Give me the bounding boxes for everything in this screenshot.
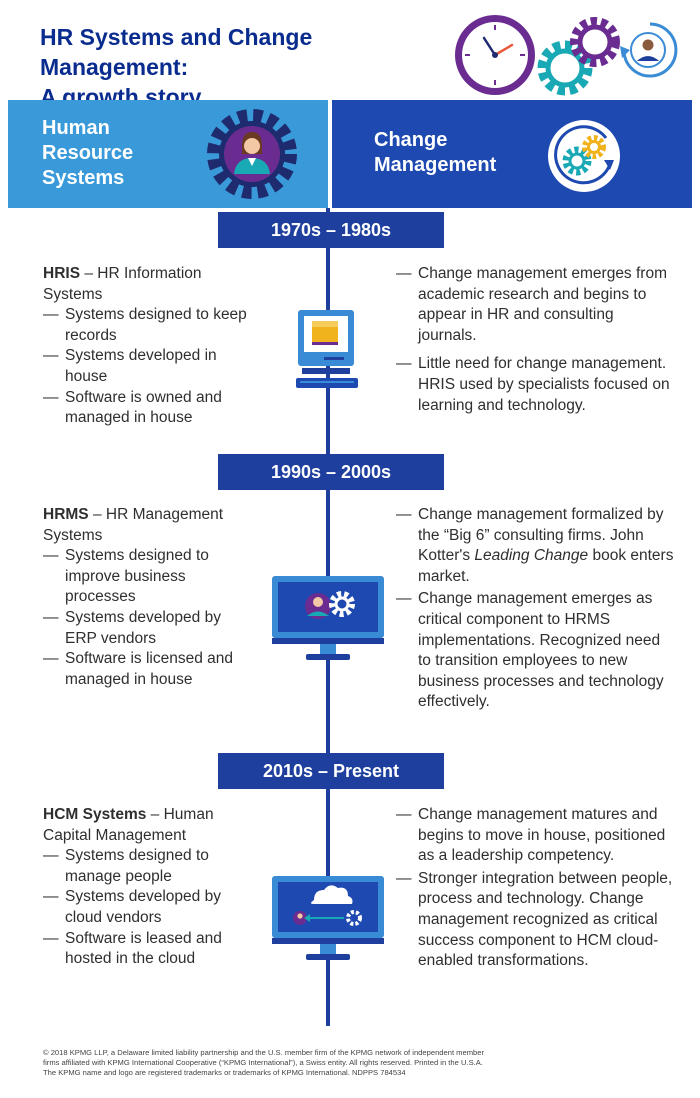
- hr-systems-header: Human Resource Systems: [8, 100, 330, 208]
- change-management-heading: Change Management: [374, 128, 544, 178]
- era-label-1970s-1980s: 1970s – 1980s: [218, 212, 444, 248]
- system-name: HRMS: [43, 506, 89, 523]
- list-item: —Systems designed to improve business pr…: [43, 547, 209, 606]
- column-header-band: Human Resource Systems Change Management: [8, 100, 692, 208]
- title-line-1: HR Systems and Change Management:: [40, 24, 313, 80]
- era-2-system-heading: HRMS – HR Management Systems: [43, 505, 253, 546]
- list-item: —Change management matures and begins to…: [396, 806, 666, 865]
- person-gear-icon: [207, 109, 297, 199]
- system-name: HRIS: [43, 265, 81, 282]
- gears-cycle-icon: [548, 120, 620, 192]
- era-label-2010s-present: 2010s – Present: [218, 753, 444, 789]
- list-item: —Software is licensed and managed in hou…: [43, 650, 234, 688]
- system-description: – Human Capital Management: [43, 806, 214, 844]
- retro-computer-icon: [296, 310, 358, 388]
- list-item: —Change management emerges as critical c…: [396, 590, 664, 711]
- footer-line-2: firms affiliated with KPMG International…: [43, 1057, 483, 1067]
- change-management-header: Change Management: [330, 100, 692, 208]
- footer-line-1: © 2018 KPMG LLP, a Delaware limited liab…: [43, 1048, 485, 1057]
- hr-heading-line-3: Systems: [42, 167, 125, 189]
- list-item: —Software is leased and hosted in the cl…: [43, 929, 222, 968]
- book-title: Leading Change: [474, 547, 589, 565]
- list-item: —Little need for change management. HRIS…: [396, 355, 670, 414]
- page-title: HR Systems and Change Management: A grow…: [40, 22, 460, 112]
- era-1-system-heading: HRIS – HR Information Systems: [43, 264, 253, 305]
- era-2-cm-column: —Change management formalized by the “Bi…: [396, 505, 674, 721]
- list-item: —Change management formalized by the “Bi…: [396, 506, 674, 585]
- header-illustration: [455, 15, 678, 96]
- monitor-cloud-icon: [272, 876, 384, 960]
- gear-icon: [570, 17, 620, 67]
- system-name: HCM Systems: [43, 806, 147, 823]
- hr-systems-heading: Human Resource Systems: [42, 116, 182, 191]
- cm-heading-line-2: Management: [374, 154, 497, 176]
- list-item: —Systems developed in house: [43, 347, 217, 385]
- hr-heading-line-1: Human: [42, 117, 110, 139]
- clock-icon: [455, 15, 535, 95]
- list-item: —Systems developed by cloud vendors: [43, 888, 221, 926]
- list-item: —Systems designed to keep records: [43, 306, 247, 344]
- list-item: —Systems developed by ERP vendors: [43, 608, 221, 647]
- legal-footer: © 2018 KPMG LLP, a Delaware limited liab…: [43, 1048, 673, 1077]
- refresh-arrow-icon: [620, 22, 678, 78]
- era-2-hr-column: HRMS – HR Management Systems —Systems de…: [43, 505, 253, 690]
- system-description: – HR Management Systems: [43, 506, 224, 544]
- era-1-hr-column: HRIS – HR Information Systems —Systems d…: [43, 264, 253, 429]
- list-item: —Systems designed to manage people: [43, 847, 209, 885]
- person-icon: [630, 32, 666, 68]
- band-divider: [328, 100, 332, 208]
- monitor-person-gear-icon: [272, 576, 384, 660]
- era-3-hr-column: HCM Systems – Human Capital Management —…: [43, 805, 253, 970]
- list-item: —Change management emerges from academic…: [396, 265, 667, 344]
- era-3-cm-column: —Change management matures and begins to…: [396, 805, 674, 980]
- era-3-system-heading: HCM Systems – Human Capital Management: [43, 805, 253, 846]
- list-item: —Stronger integration between people, pr…: [396, 869, 673, 970]
- era-1-cm-column: —Change management emerges from academic…: [396, 264, 674, 424]
- hr-heading-line-2: Resource: [42, 142, 134, 164]
- system-description: – HR Information Systems: [43, 265, 202, 303]
- gear-icon: [537, 40, 593, 96]
- cm-heading-line-1: Change: [374, 129, 448, 151]
- era-label-1990s-2000s: 1990s – 2000s: [218, 454, 444, 490]
- footer-line-3: The KPMG name and logo are registered tr…: [43, 1067, 406, 1077]
- list-item: —Software is owned and managed in house: [43, 388, 222, 427]
